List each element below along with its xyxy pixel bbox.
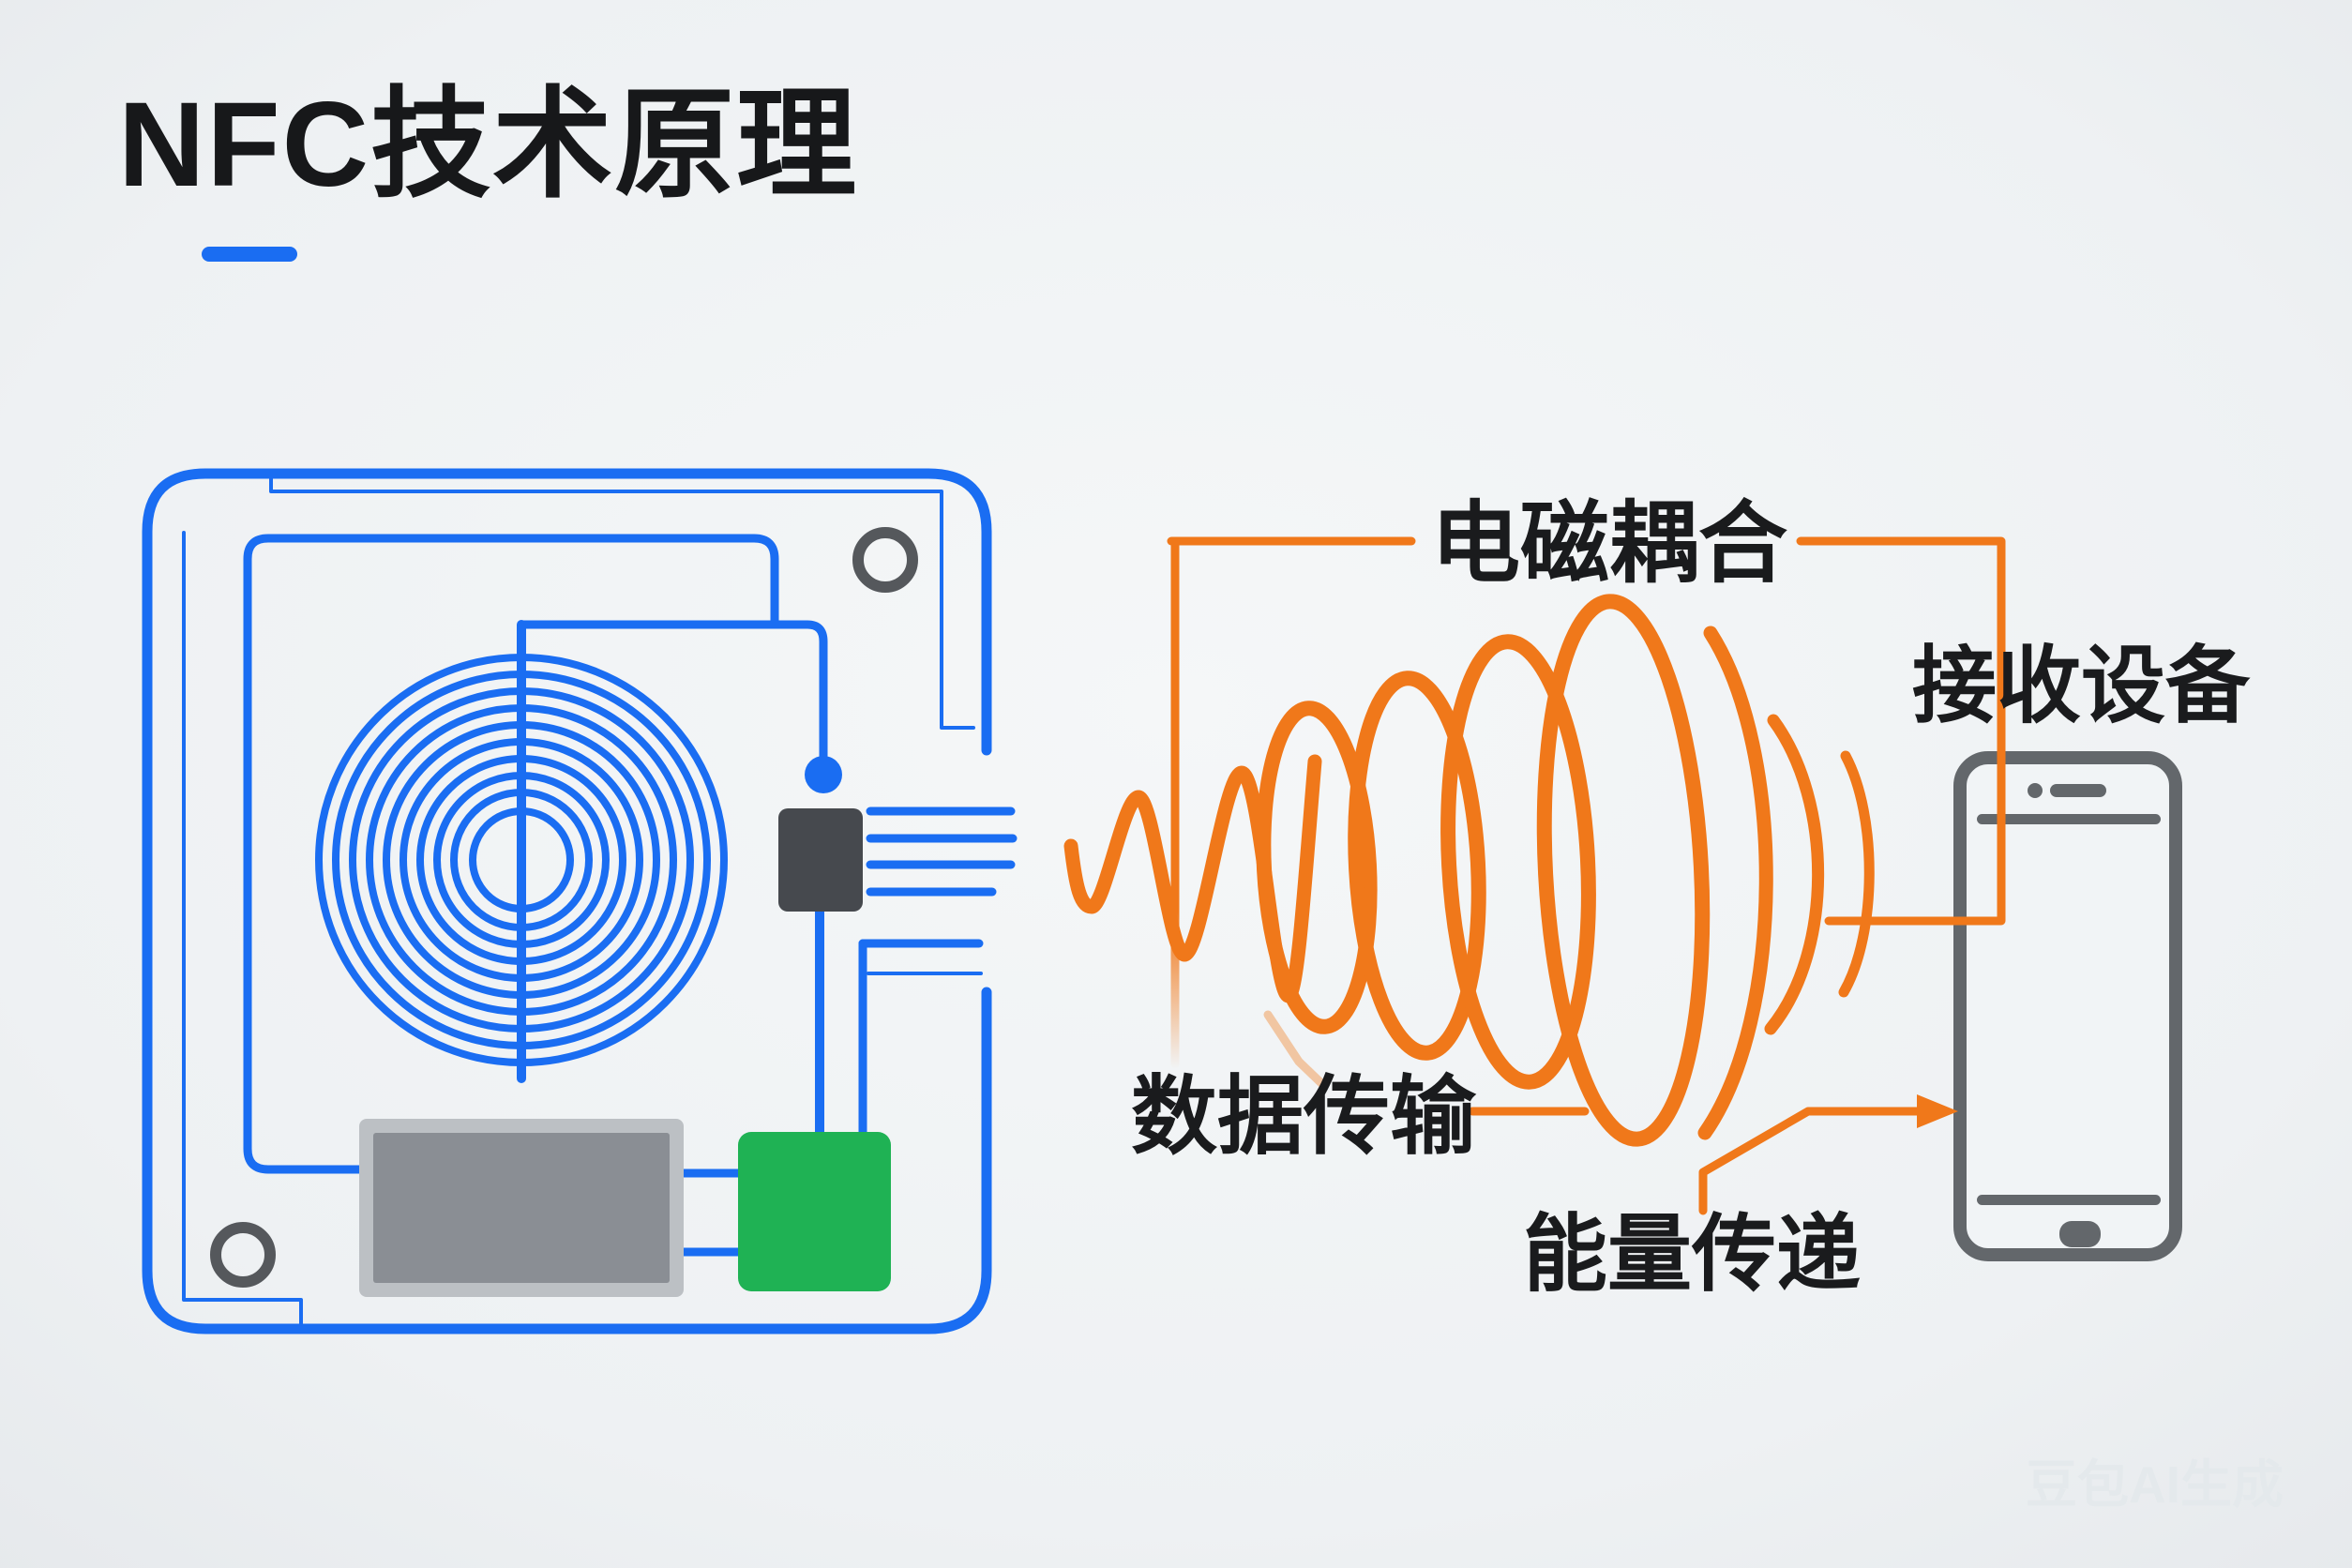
em-wave-illustration (1063, 536, 2006, 1215)
board-inner-trace (243, 534, 828, 1174)
mounting-hole-top-right-icon (852, 527, 918, 593)
coupling-line-right-to-phone (1796, 536, 2006, 926)
coupling-faded-tail (1263, 1010, 1327, 1089)
phone-camera-dot-icon (2028, 783, 2043, 798)
mounting-hole-bottom-left-icon (210, 1222, 276, 1288)
phone-frame (1953, 751, 2182, 1261)
gray-module (373, 1133, 670, 1283)
wave-arc-2 (1764, 714, 1825, 1035)
phone-home-button-icon (2059, 1221, 2101, 1247)
nfc-tag-board-illustration (142, 468, 1018, 1334)
label-data-transmission: 数据传输 (1131, 1069, 1477, 1165)
board-outer-border (142, 468, 992, 1334)
phone-speaker-icon (2050, 784, 2106, 797)
energy-transfer-line (1698, 1107, 1925, 1215)
energy-arrow-icon (1917, 1094, 1958, 1128)
green-module (738, 1132, 891, 1291)
label-receiving-device: 接收设备 (1912, 640, 2251, 733)
label-energy-transfer: 能量传递 (1523, 1208, 1861, 1302)
antenna-contact-lines (866, 807, 1018, 897)
watermark-ai-generated: 豆包AI生成 (2026, 1455, 2284, 1514)
wave-helix-loops (1256, 594, 1711, 1147)
board-thin-trace-top (269, 474, 975, 730)
board-thin-trace-left (182, 531, 303, 1326)
board-blue-fills (805, 756, 842, 793)
phone-screen-top-line (1977, 814, 2161, 824)
wave-arc-3 (1838, 750, 1875, 998)
page-title: NFC技术原理 (118, 78, 858, 212)
receiver-phone-icon (1953, 751, 2182, 1261)
title-underline-accent (202, 247, 297, 262)
mounting-holes (210, 527, 918, 1288)
label-electromagnetic-coupling: 电磁耦合 (1431, 494, 1787, 594)
phone-details (1977, 783, 2161, 1247)
nfc-chip (778, 808, 863, 912)
phone-screen-bottom-line (1977, 1195, 2161, 1205)
wave-arc-1 (1697, 626, 1773, 1140)
via-dot (805, 756, 842, 793)
